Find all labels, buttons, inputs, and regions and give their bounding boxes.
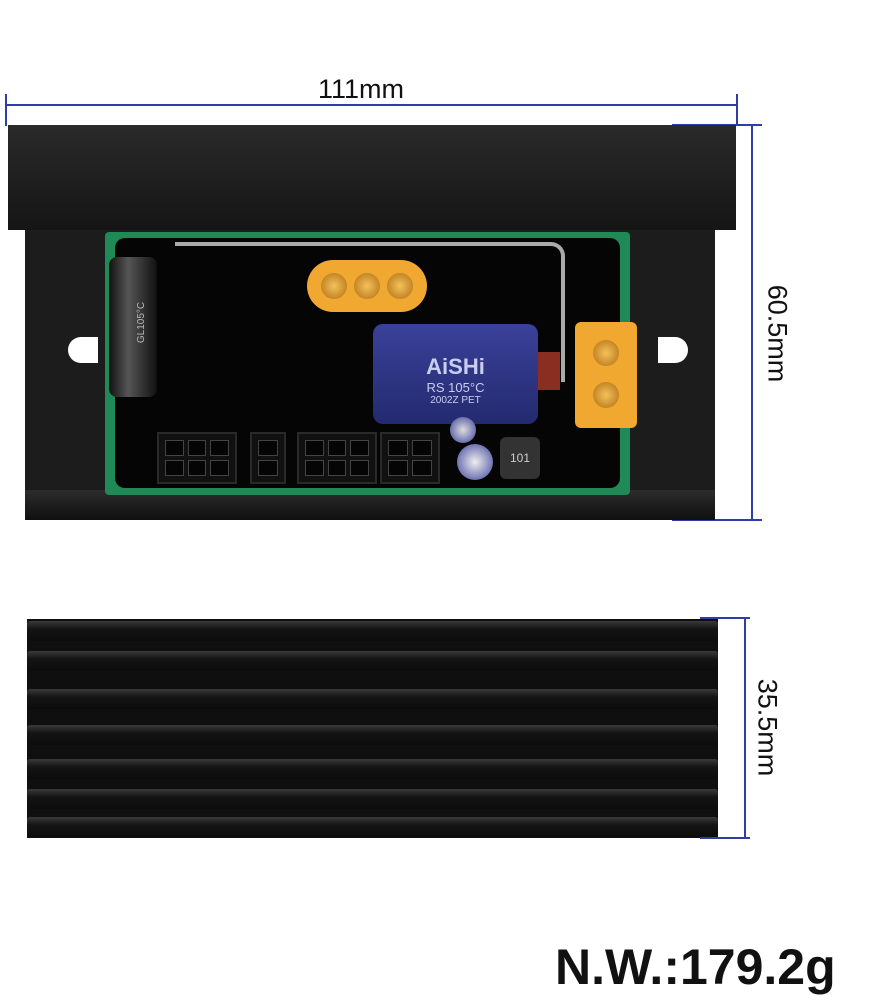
wire-loop [175,242,565,382]
capacitor-rating: RS 105°C [426,380,485,395]
connector-2pin [250,432,286,484]
capacitor-code: 2002Z PET [430,395,481,406]
depth-dimension-tick-top [700,617,750,619]
controller-top-view: GL105°C AiSHi RS 105°C 2002Z PET 101 [8,125,736,521]
connector-6pin [157,432,237,484]
red-component [538,352,560,390]
heatsink-bottom-lip [25,490,715,520]
main-capacitor: AiSHi RS 105°C 2002Z PET [373,324,538,424]
side-capacitor-marking: GL105°C [136,301,148,344]
battery-connector [575,322,637,428]
mounting-slot-right [658,337,688,363]
side-capacitor [109,257,157,397]
depth-label: 35.5mm [752,678,783,777]
net-weight-label: N.W.:179.2g [555,939,836,995]
connector-6pin-b [297,432,377,484]
width-label: 111mm [318,74,405,104]
pcb-board: GL105°C AiSHi RS 105°C 2002Z PET 101 [105,232,637,495]
height-dimension-tick-bottom [672,519,762,521]
width-dimension-tick-right [736,94,738,126]
heatsink-top-flange [8,125,736,230]
inductor: 101 [500,437,540,479]
width-dimension-tick-left [5,94,7,126]
height-dimension-line [751,124,753,521]
three-pin-motor-connector [307,260,427,312]
depth-dimension-line [744,618,746,839]
height-label: 60.5mm [762,284,793,383]
depth-dimension-tick-bottom [700,837,750,839]
small-capacitor [450,417,476,443]
capacitor-brand: AiSHi [426,354,485,379]
small-capacitor-2 [457,444,493,480]
mounting-slot-left [68,337,98,363]
width-dimension-line [5,104,738,106]
connector-4pin [380,432,440,484]
heatsink-side-view [27,619,718,838]
